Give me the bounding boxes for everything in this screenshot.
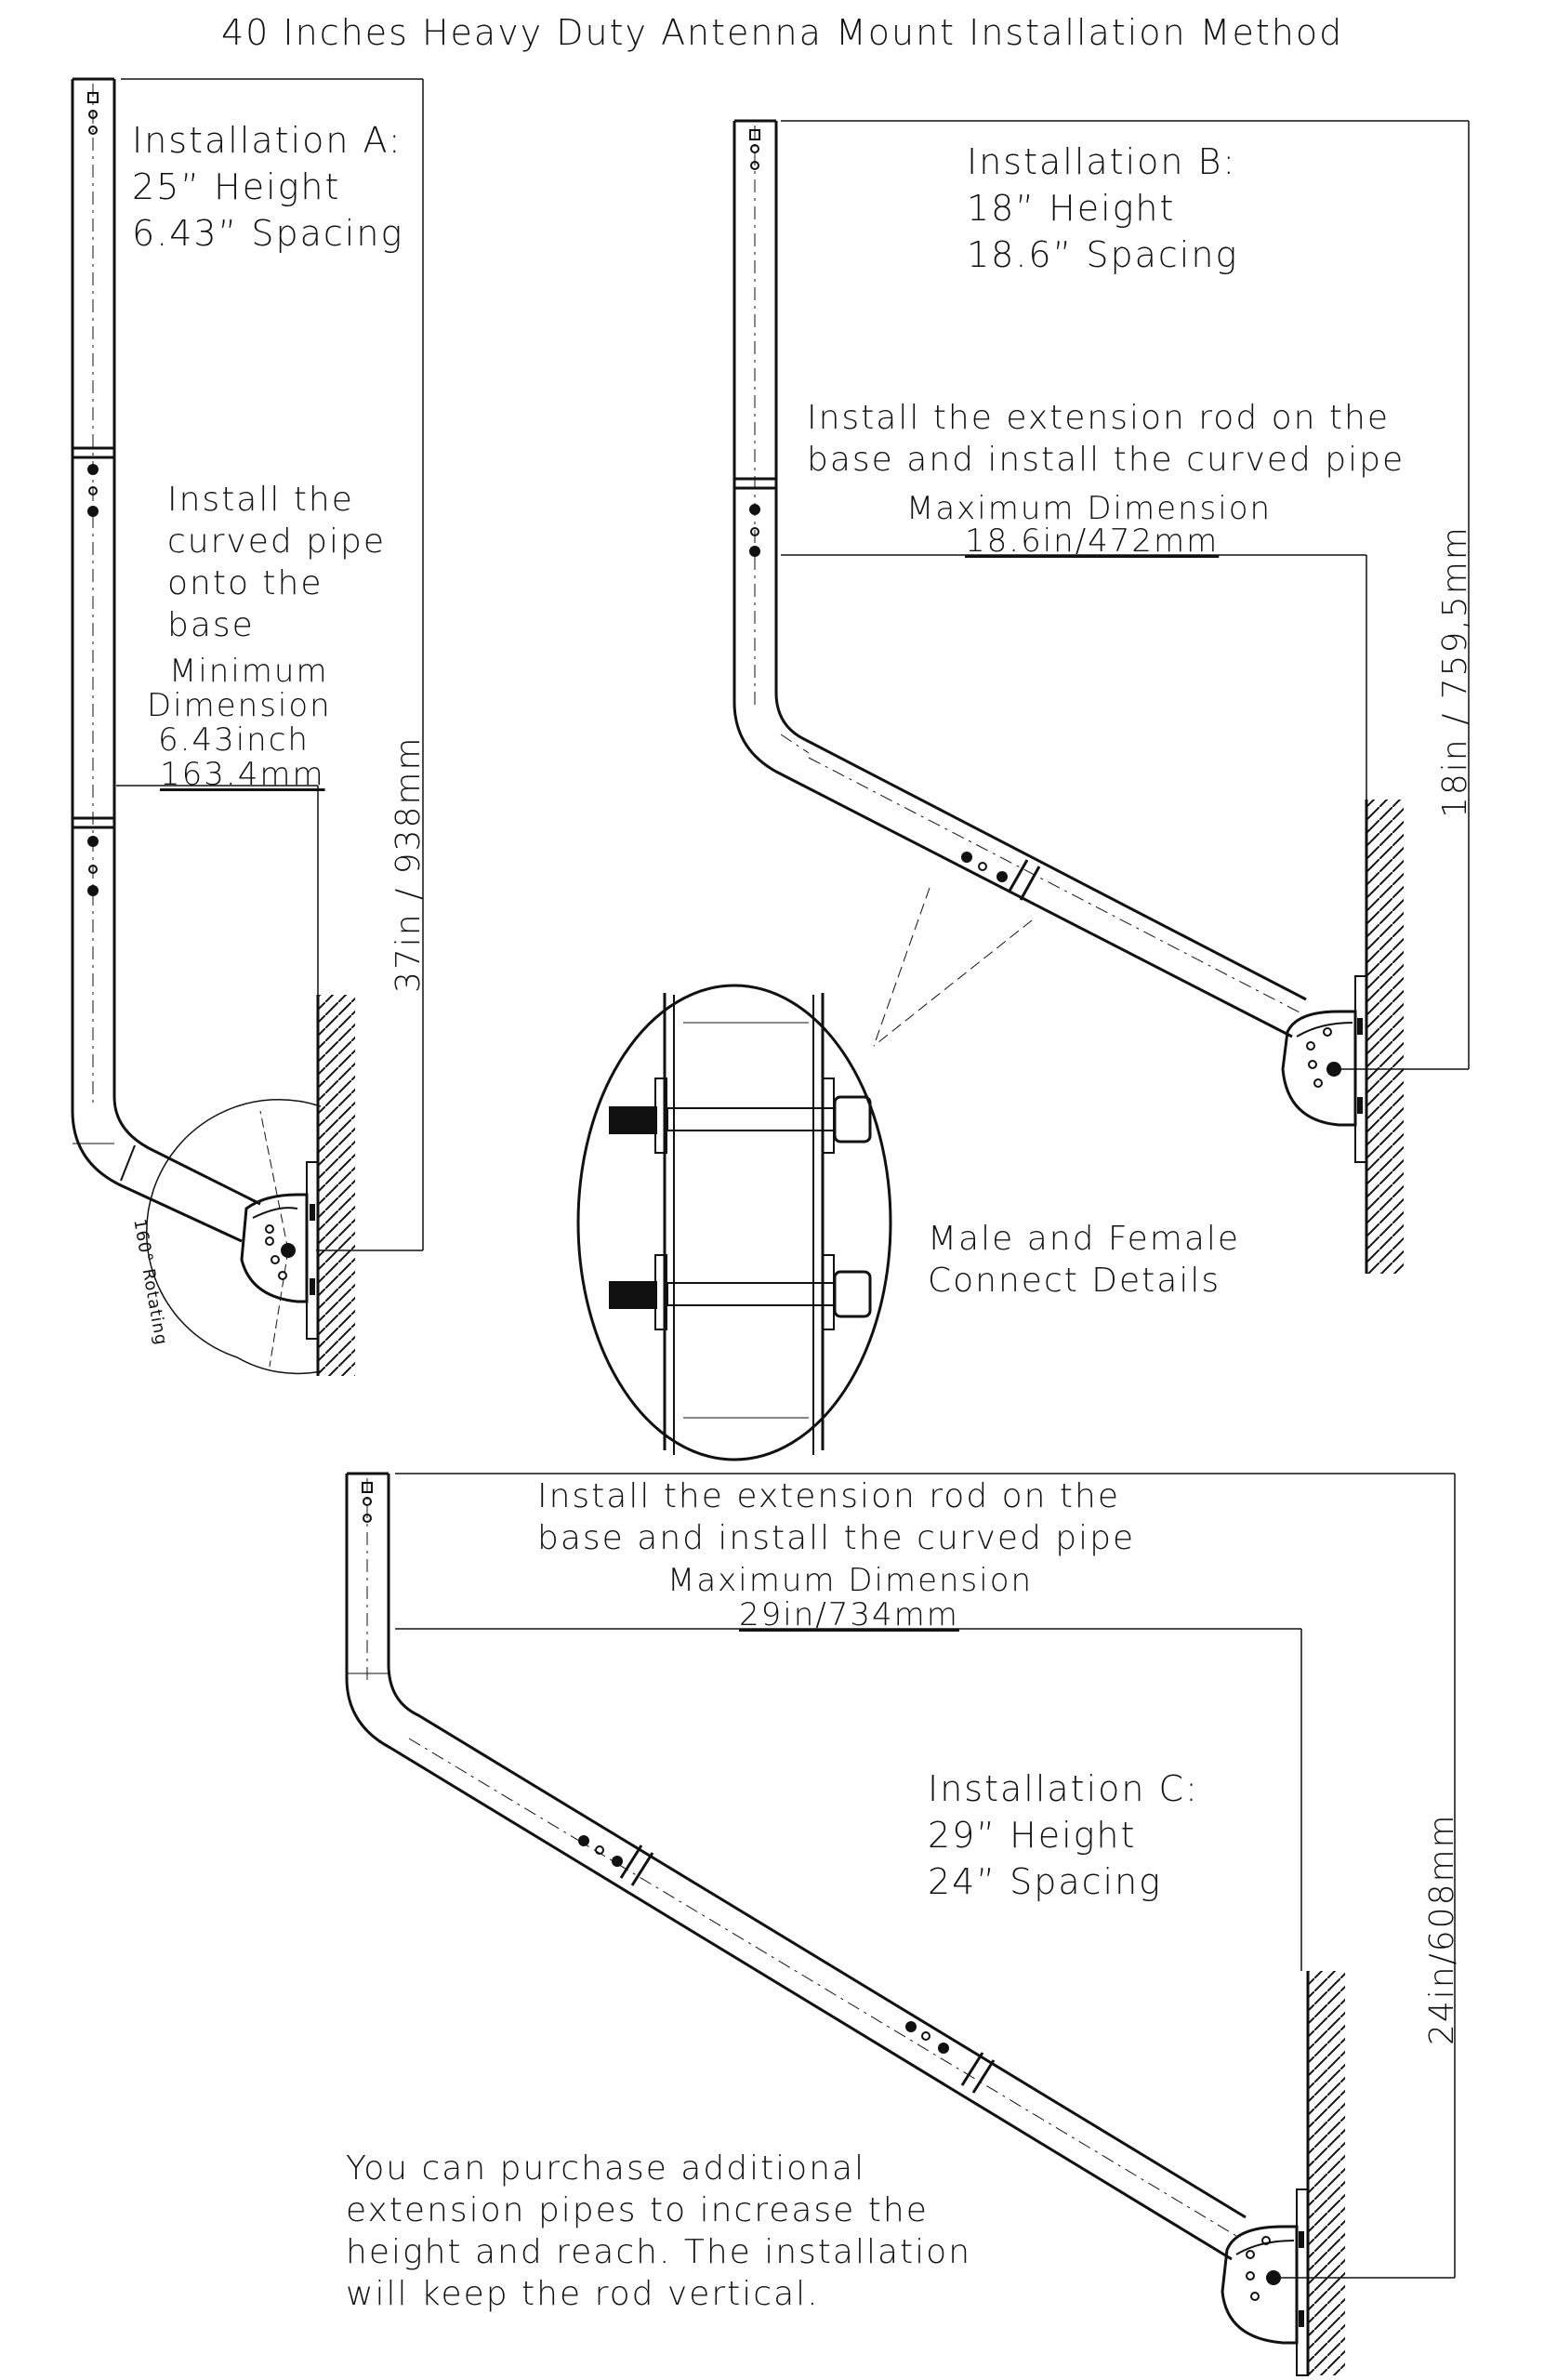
b-name: Installation B: <box>967 141 1237 182</box>
a-pipe-inner <box>112 79 261 1206</box>
b-height: 18” Height <box>967 188 1176 229</box>
a-dimension-label-2: Dimension <box>147 687 332 724</box>
a-vertical-dimension: 37in / 938mm <box>389 735 428 994</box>
a-spacing: 6.43” Spacing <box>132 213 404 254</box>
c-pipe-inner <box>387 1474 1247 2219</box>
a-dimension-label-1: Minimum <box>169 653 329 690</box>
c-dimension-value: 29in/734mm <box>739 1596 959 1633</box>
a-instruction-line-3: onto the <box>167 564 323 602</box>
installation-b-drawing <box>732 119 1470 1274</box>
c-bolts <box>362 1482 1304 2327</box>
c-spacing: 24” Spacing <box>928 1861 1162 1902</box>
c-instruction-line-1: Install the extension rod on the <box>537 1477 1120 1515</box>
b-instruction-line-2: base and install the curved pipe <box>807 441 1405 479</box>
note-line-3: height and reach. The installation <box>346 2233 972 2271</box>
b-spacing: 18.6” Spacing <box>967 234 1239 275</box>
b-instruction-line-1: Install the extension rod on the <box>807 399 1390 437</box>
note-line-2: extension pipes to increase the <box>346 2191 929 2229</box>
note-line-1: You can purchase additional <box>346 2149 866 2188</box>
c-name: Installation C: <box>928 1768 1199 1809</box>
c-vertical-dimension: 24in/608mm <box>1423 1813 1461 2045</box>
installation-c-drawing <box>345 1472 1456 2376</box>
c-dimension-label: Maximum Dimension <box>667 1562 1034 1599</box>
b-dimension-value: 18.6in/472mm <box>965 522 1220 560</box>
a-instruction-line-1: Install the <box>167 481 354 519</box>
installation-a-drawing <box>71 77 424 1376</box>
connect-detail-drawing <box>576 984 892 1461</box>
a-dimension-value-mm: 163.4mm <box>160 756 325 793</box>
c-instruction-line-2: base and install the curved pipe <box>537 1519 1136 1557</box>
b-dimension-label: Maximum Dimension <box>906 490 1273 527</box>
a-pipe-outer <box>71 79 243 1243</box>
a-instruction-line-4: base <box>167 606 255 644</box>
b-bolts <box>749 129 1363 1114</box>
b-pipe-outer <box>732 121 1293 1038</box>
b-pipe-inner <box>774 121 1307 1001</box>
note-line-4: will keep the rod vertical. <box>346 2275 820 2313</box>
a-height: 25” Height <box>132 166 341 207</box>
a-bolts <box>87 92 315 1295</box>
b-vertical-dimension: 18in / 759,5mm <box>1436 525 1474 818</box>
a-name: Installation A: <box>132 120 402 161</box>
c-height: 29” Height <box>928 1815 1137 1856</box>
a-dimension-value-inch: 6.43inch <box>158 721 310 759</box>
page-title: 40 Inches Heavy Duty Antenna Mount Insta… <box>221 12 1344 53</box>
detail-caption-line-2: Connect Details <box>928 1262 1221 1300</box>
a-instruction-line-2: curved pipe <box>167 522 387 561</box>
c-pipe-outer <box>345 1474 1233 2261</box>
detail-nuts <box>609 1106 657 1309</box>
detail-caption-line-1: Male and Female <box>928 1220 1241 1258</box>
